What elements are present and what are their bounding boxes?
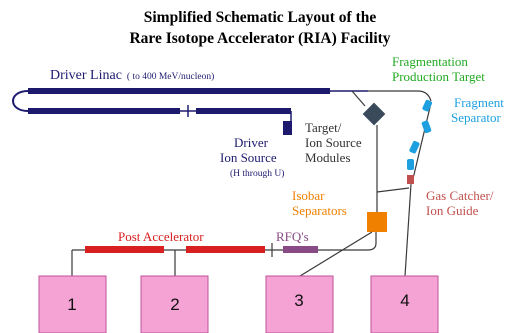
- post-accelerator-line: [71, 243, 318, 276]
- target-modules-label-3: Modules: [305, 150, 351, 165]
- experimental-area-3: 3: [265, 275, 334, 333]
- post-accelerator-section-2: [186, 246, 265, 253]
- title-line-2: Rare Isotope Accelerator (RIA) Facility: [129, 30, 390, 47]
- driver-linac-upper-section: [28, 88, 330, 94]
- experimental-area-1-box: [38, 275, 107, 333]
- gas-catcher-label-1: Gas Catcher/: [426, 188, 494, 203]
- driver-linac-label: Driver Linac ( to 400 MeV/nucleon): [50, 68, 214, 83]
- isobar-label-1: Isobar: [292, 188, 325, 203]
- isobar-separator: [367, 212, 387, 232]
- driver-linac-loop: [12, 90, 29, 112]
- experimental-area-1: 1: [38, 275, 107, 333]
- post-accelerator-label: Post Accelerator: [118, 229, 204, 244]
- driver-to-target-beamline: [351, 90, 366, 107]
- driver-ion-source-label-2: Ion Source: [220, 150, 277, 165]
- title-line-1: Simplified Schematic Layout of the: [144, 9, 377, 26]
- isobar-to-rfq-line: [318, 232, 377, 251]
- driver-ion-source: [283, 121, 292, 135]
- experimental-area-2-box: [140, 275, 209, 333]
- fragmentation-production-target: [422, 99, 433, 112]
- gas-catcher-label-2: Ion Guide: [426, 203, 479, 218]
- frag-target-label-1: Fragmentation: [392, 54, 468, 69]
- fragment-separator-magnet-2: [409, 140, 420, 154]
- frag-target-label-2: Production Target: [392, 69, 485, 84]
- frag-separator-label-2: Separator: [451, 110, 501, 125]
- target-modules-label-2: Ion Source: [305, 135, 362, 150]
- driver-linac-lower-section-a: [28, 108, 180, 114]
- fragment-separator-line: [411, 102, 432, 184]
- experimental-area-3-label: 3: [294, 291, 303, 310]
- driver-to-fragment-beamline: [368, 90, 432, 102]
- experimental-area-2-label: 2: [170, 295, 179, 314]
- fragment-separator-magnet-3: [407, 159, 414, 170]
- rfq-label: RFQ's: [276, 229, 309, 244]
- experimental-area-2: 2: [140, 275, 209, 333]
- driver-linac: [12, 88, 368, 135]
- gas-catcher-ion-guide: [407, 175, 414, 184]
- driver-ion-source-label-3: (H through U): [230, 168, 284, 179]
- isobar-label-2: Separators: [292, 203, 347, 218]
- target-modules-label-1: Target/: [305, 120, 342, 135]
- fragment-separator-chain: [376, 99, 433, 277]
- experimental-area-4-box: [370, 275, 439, 333]
- rfq: [283, 246, 318, 253]
- experimental-area-1-label: 1: [67, 295, 76, 314]
- frag-separator-label-1: Fragment: [454, 95, 504, 110]
- experimental-area-4-label: 4: [400, 291, 409, 310]
- post-accelerator-section-1: [85, 246, 164, 253]
- gas-catcher-to-isobar-line: [376, 187, 410, 193]
- experimental-area-3-box: [265, 275, 334, 333]
- fragment-separator-magnet-1: [421, 120, 432, 134]
- isobar-to-area3-line: [299, 231, 373, 277]
- driver-linac-label-main: Driver Linac: [50, 68, 122, 83]
- gas-catcher-to-area4-line: [404, 183, 412, 277]
- driver-linac-label-note: ( to 400 MeV/nucleon): [127, 71, 214, 82]
- target-ion-source-module: [362, 102, 386, 126]
- driver-ion-source-label-1: Driver: [234, 135, 269, 150]
- experimental-area-4: 4: [370, 275, 439, 333]
- driver-linac-lower-section-b: [196, 108, 291, 114]
